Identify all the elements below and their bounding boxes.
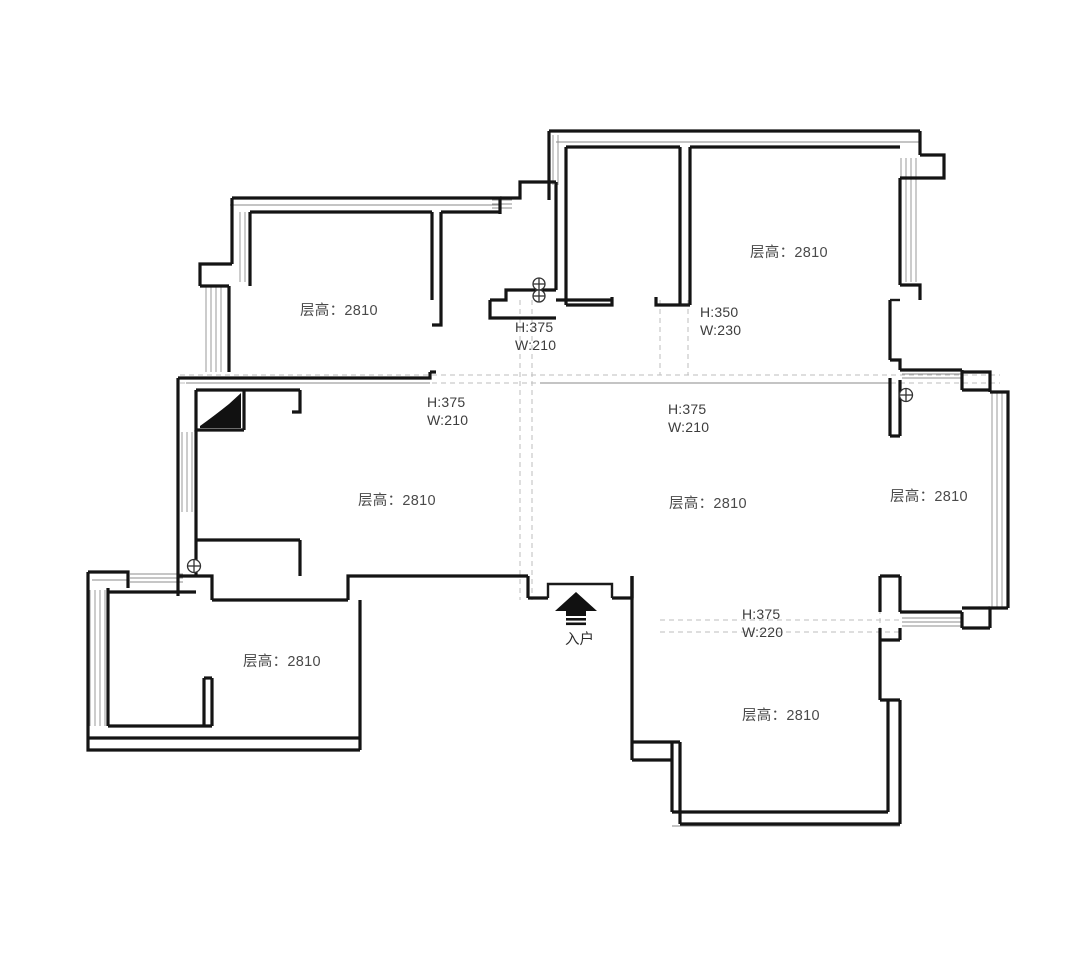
wall-outline-secondary (546, 298, 900, 598)
crosshair-circle-icon (532, 289, 546, 303)
up-arrow-icon (555, 592, 597, 626)
wall-outline-main (86, 129, 1010, 826)
fixture-symbols-group (186, 277, 914, 574)
crosshair-circle-icon (898, 387, 914, 403)
structural-wedge-fill (200, 393, 241, 428)
wall-inner-thin-lines (92, 141, 920, 827)
crosshair-circle-icon (532, 277, 546, 291)
crosshair-circle-icon (186, 558, 202, 574)
